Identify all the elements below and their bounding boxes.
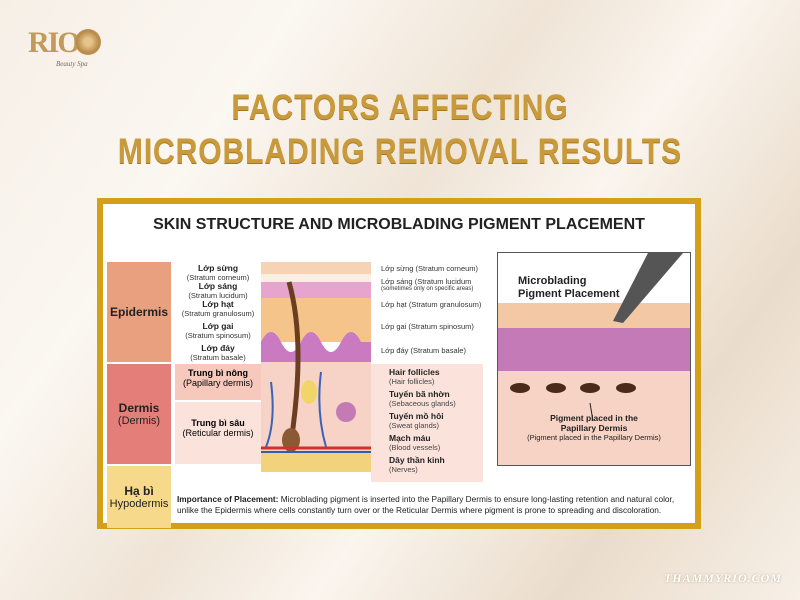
right-label-lucidum: Lớp sáng (Stratum lucidum — [381, 277, 472, 286]
diagram-panel: SKIN STRUCTURE AND MICROBLADING PIGMENT … — [103, 204, 695, 528]
right-label-basale: Lớp đáy (Stratum basale) — [381, 346, 466, 355]
dermis-block: Dermis(Dermis) — [107, 364, 171, 464]
importance-note: Importance of Placement: Microblading pi… — [177, 494, 675, 515]
diagram-heading: SKIN STRUCTURE AND MICROBLADING PIGMENT … — [153, 216, 645, 233]
sub-lucidum: Lớp sáng(Stratum lucidum) — [188, 281, 248, 301]
label-nerves: Dây thần kinh(Nerves) — [389, 455, 445, 475]
right-label-lucidum-note: (sometimes only on specific areas) — [381, 286, 474, 292]
right-label-granulosum: Lớp hạt (Stratum granulosum) — [381, 300, 482, 309]
sub-spinosum: Lớp gai(Stratum spinosum) — [185, 321, 251, 341]
rose-icon — [75, 29, 101, 55]
papillary-dermis: Trung bì nông(Papillary dermis) — [175, 364, 261, 400]
logo: RIO Beauty Spa — [28, 26, 108, 70]
sub-corneum: Lớp sừng(Stratum corneum) — [186, 263, 250, 283]
right-label-spinosum: Lớp gai (Stratum spinosum) — [381, 322, 474, 331]
sub-granulosum: Lớp hạt(Stratum granulosum) — [181, 299, 255, 319]
epidermis-block: Epidermis — [107, 262, 171, 362]
watermark: THAMMYRIO.COM — [663, 571, 782, 585]
label-sebaceous: Tuyến bã nhờn(Sebaceous glands) — [389, 389, 456, 409]
reticular-dermis: Trung bì sâu(Reticular dermis) — [175, 402, 261, 464]
label-hair-follicles: Hair follicles(Hair follicles) — [389, 367, 440, 387]
title-line-1: FACTORS AFFECTING — [231, 88, 569, 127]
title-line-2: MICROBLADING REMOVAL RESULTS — [117, 132, 683, 171]
sub-basale: Lớp đáy(Stratum basale) — [190, 343, 246, 363]
logo-text: RIO — [28, 26, 81, 59]
microblading-illustration — [498, 253, 690, 465]
dermis-en: (Dermis) — [117, 415, 161, 427]
logo-tagline: Beauty Spa — [56, 60, 88, 68]
dermis-label-bg — [371, 364, 483, 482]
label-blood: Mạch máu(Blood vessels) — [389, 433, 441, 453]
diagram-frame: SKIN STRUCTURE AND MICROBLADING PIGMENT … — [97, 198, 701, 529]
dermis-label: Dermis — [118, 401, 160, 415]
right-label-corneum: Lớp sừng (Stratum corneum) — [381, 264, 479, 273]
skin-cross-section-illustration — [261, 262, 371, 472]
hypodermis-en: Hypodermis — [109, 498, 169, 510]
hypodermis-label: Hạ bì — [124, 484, 154, 498]
epidermis-label: Epidermis — [109, 305, 169, 319]
label-sweat: Tuyến mồ hôi(Sweat glands) — [389, 411, 444, 431]
